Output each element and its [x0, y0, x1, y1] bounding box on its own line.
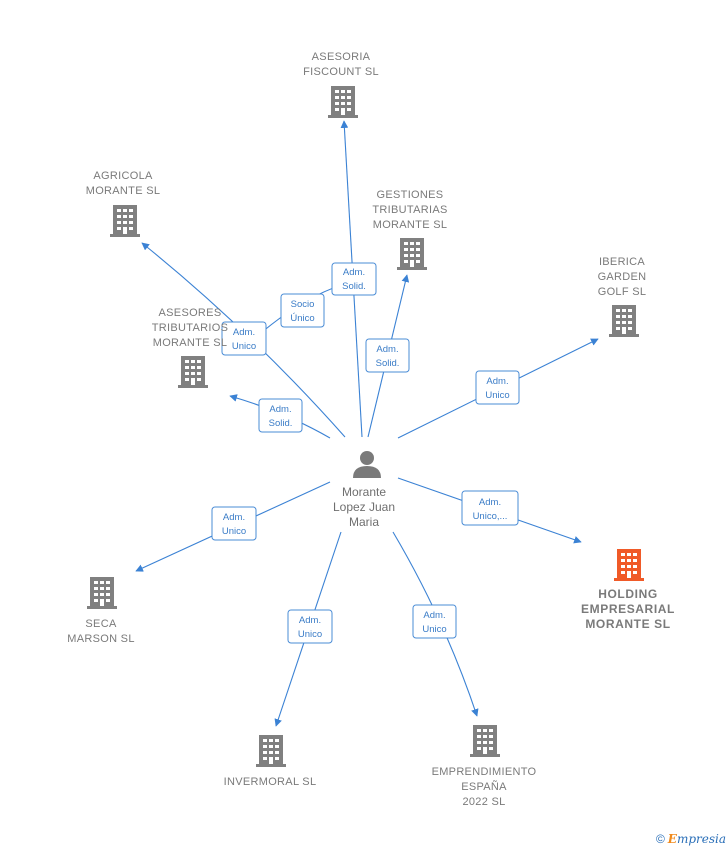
person-node[interactable]: Morante Lopez Juan Maria	[333, 451, 395, 529]
building-icon	[614, 549, 644, 581]
copyright-icon: ©	[655, 832, 665, 846]
edges	[135, 120, 599, 727]
relation-badge[interactable]: Adm. Unico	[221, 321, 267, 356]
company-gestiones-tributarias[interactable]: GESTIONES TRIBUTARIAS MORANTE SL	[372, 189, 447, 270]
building-icon	[328, 86, 358, 118]
company-asesoria-fiscount[interactable]: ASESORIA FISCOUNT SL	[303, 51, 379, 118]
building-icon	[87, 577, 117, 609]
svg-text:Unico: Unico	[298, 629, 322, 640]
company-name-line: ESPAÑA	[461, 780, 507, 793]
relation-badge[interactable]: Adm. Solid.	[331, 262, 377, 296]
company-name-line: EMPRESARIAL	[581, 602, 675, 616]
person-name-line: Lopez Juan	[333, 500, 395, 514]
person-name-line: Morante	[342, 485, 386, 499]
company-name-line: AGRICOLA	[93, 170, 153, 182]
building-icon	[178, 356, 208, 388]
svg-text:Adm.: Adm.	[299, 615, 321, 626]
svg-text:Solid.: Solid.	[376, 358, 400, 369]
company-iberica-garden[interactable]: IBERICA GARDEN GOLF SL	[598, 256, 647, 337]
company-name-line: GARDEN	[598, 271, 647, 283]
svg-text:Adm.: Adm.	[376, 344, 398, 355]
svg-text:Adm.: Adm.	[343, 267, 365, 278]
brand-initial: E	[667, 832, 677, 846]
person-icon	[353, 451, 381, 478]
person-name-line: Maria	[349, 515, 379, 529]
svg-text:Adm.: Adm.	[479, 497, 501, 508]
company-name-line: MORANTE SL	[585, 617, 670, 631]
relation-badge[interactable]: Adm. Unico	[211, 506, 257, 541]
company-name-line: TRIBUTARIOS	[152, 322, 228, 334]
company-name-line: SECA	[85, 618, 117, 630]
relation-badge[interactable]: Adm. Unico	[475, 370, 520, 405]
company-name-line: EMPRENDIMIENTO	[432, 766, 537, 778]
svg-text:Solid.: Solid.	[269, 418, 293, 429]
relation-badge[interactable]: Adm. Unico	[287, 609, 333, 644]
svg-text:Adm.: Adm.	[223, 512, 245, 523]
relation-badge[interactable]: Adm. Solid.	[365, 338, 410, 373]
relation-badge[interactable]: Socio Único	[280, 293, 325, 328]
company-name-line: ASESORES	[159, 307, 222, 319]
company-name-line: MARSON SL	[67, 633, 135, 645]
company-name-line: GESTIONES	[377, 189, 444, 201]
building-icon	[110, 205, 140, 237]
svg-text:Adm.: Adm.	[423, 610, 445, 621]
company-invermoral[interactable]: INVERMORAL SL	[224, 735, 317, 788]
relation-badge[interactable]: Adm. Unico,...	[461, 490, 519, 526]
svg-text:Unico: Unico	[422, 624, 446, 635]
svg-text:Unico: Unico	[485, 390, 509, 401]
building-icon	[397, 238, 427, 270]
svg-text:Unico: Unico	[232, 341, 256, 352]
relation-badge[interactable]: Adm. Solid.	[258, 398, 303, 433]
company-holding-empresarial[interactable]: HOLDING EMPRESARIAL MORANTE SL	[581, 549, 675, 631]
company-name-line: ASESORIA	[312, 51, 371, 63]
company-name-line: MORANTE SL	[373, 219, 448, 231]
company-name-line: IBERICA	[599, 256, 645, 268]
building-icon	[609, 305, 639, 337]
svg-text:Solid.: Solid.	[342, 281, 366, 292]
svg-text:Socio: Socio	[291, 299, 315, 310]
svg-text:Adm.: Adm.	[269, 404, 291, 415]
svg-text:Adm.: Adm.	[233, 327, 255, 338]
company-asesores-tributarios[interactable]: ASESORES TRIBUTARIOS MORANTE SL	[152, 307, 228, 388]
company-name-line: MORANTE SL	[153, 337, 228, 349]
building-icon	[470, 725, 500, 757]
svg-text:Adm.: Adm.	[486, 376, 508, 387]
company-name-line: INVERMORAL SL	[224, 776, 317, 788]
company-seca-marson[interactable]: SECA MARSON SL	[67, 577, 135, 645]
company-name-line: HOLDING	[598, 587, 658, 601]
company-name-line: MORANTE SL	[86, 185, 161, 197]
company-name-line: FISCOUNT SL	[303, 66, 379, 78]
company-name-line: TRIBUTARIAS	[372, 204, 447, 216]
svg-text:Unico,...: Unico,...	[473, 511, 508, 522]
relation-badges: Adm. Solid. Socio Único Adm. Unico Adm. …	[211, 262, 520, 644]
brand-name: mpresia	[676, 832, 726, 846]
relation-badge[interactable]: Adm. Unico	[412, 604, 457, 639]
svg-text:Único: Único	[290, 313, 314, 324]
footer-brand[interactable]: ©Empresia	[656, 832, 726, 846]
company-emprendimiento-espana[interactable]: EMPRENDIMIENTO ESPAÑA 2022 SL	[432, 725, 537, 808]
svg-text:Unico: Unico	[222, 526, 246, 537]
company-name-line: GOLF SL	[598, 286, 647, 298]
company-agricola-morante[interactable]: AGRICOLA MORANTE SL	[86, 170, 161, 237]
building-icon	[256, 735, 286, 767]
company-name-line: 2022 SL	[462, 796, 505, 808]
